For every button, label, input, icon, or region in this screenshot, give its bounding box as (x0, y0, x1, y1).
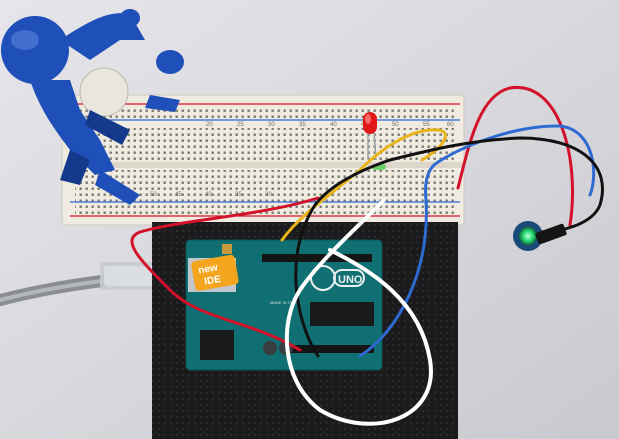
pulse-sensor (513, 221, 567, 251)
wire-white (284, 198, 433, 426)
breadboard-top-number: 50 (392, 122, 399, 128)
breadboard-top-number: 60 (447, 122, 454, 128)
wire-blue (358, 124, 596, 358)
breadboard-top-number: 35 (299, 122, 306, 128)
breadboard-top-number: 40 (330, 122, 337, 128)
new-ide-sticker: new IDE (191, 254, 239, 291)
breadboard-top-number: 20 (206, 122, 213, 128)
sticker-ide-text: IDE (204, 274, 223, 288)
wires (130, 86, 604, 426)
breadboard-top-number: 55 (423, 122, 430, 128)
breadboard-bottom-number: 30 (265, 192, 272, 198)
arduino-made-in-label: MADE IN ITALY (270, 300, 299, 305)
wire-red (130, 196, 320, 352)
blue-robot-toy (1, 9, 184, 205)
breadboard (61, 94, 465, 226)
breadboard-bottom-number: 40 (205, 192, 212, 198)
breadboard-bottom-number: 50 (150, 192, 157, 198)
breadboard-top-number: 30 (268, 122, 275, 128)
arduino-uno-label: UNO (338, 274, 363, 286)
breadboard-bottom-number: 35 (235, 192, 242, 198)
wire-red-sensor (456, 86, 574, 227)
breadboard-top-number: 25 (237, 122, 244, 128)
breadboard-bottom-number: 45 (175, 192, 182, 198)
wire-black (294, 136, 604, 358)
sticker-new-text: new (197, 262, 218, 276)
